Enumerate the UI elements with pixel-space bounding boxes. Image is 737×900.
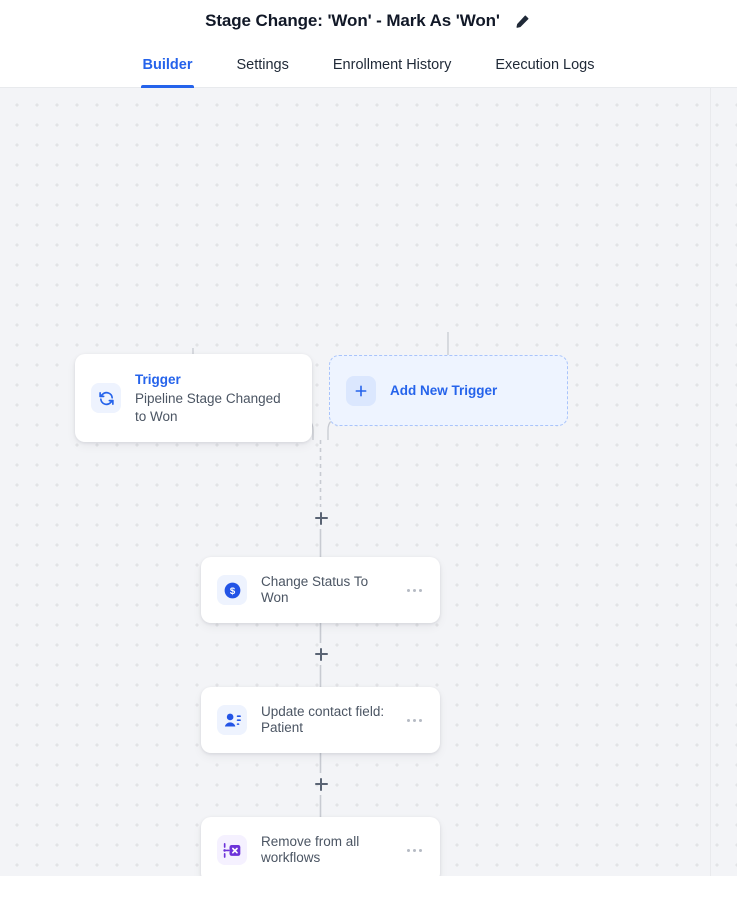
connector-wires bbox=[192, 332, 449, 888]
action-node-change-status[interactable]: $ Change Status To Won bbox=[201, 557, 440, 623]
svg-text:$: $ bbox=[229, 586, 235, 597]
dollar-circle-icon: $ bbox=[217, 575, 247, 605]
workflow-canvas[interactable]: Trigger Pipeline Stage Changed to Won Ad… bbox=[0, 88, 737, 888]
tab-bar: Builder Settings Enrollment History Exec… bbox=[0, 42, 737, 88]
trigger-kind-label: Trigger bbox=[135, 371, 181, 387]
add-step-button-3[interactable] bbox=[310, 773, 332, 795]
page-title: Stage Change: 'Won' - Mark As 'Won' bbox=[205, 11, 500, 30]
contact-person-icon bbox=[217, 705, 247, 735]
action-node-label: Change Status To Won bbox=[261, 574, 369, 605]
trigger-card[interactable]: Trigger Pipeline Stage Changed to Won bbox=[75, 354, 312, 442]
tab-execution-logs[interactable]: Execution Logs bbox=[473, 42, 616, 87]
add-new-trigger-button[interactable]: Add New Trigger bbox=[329, 355, 568, 426]
tab-builder[interactable]: Builder bbox=[121, 42, 215, 88]
plus-icon bbox=[346, 375, 376, 406]
tab-settings-label: Settings bbox=[236, 56, 289, 73]
ellipsis-icon[interactable] bbox=[405, 715, 424, 726]
action-node-update-contact-field[interactable]: Update contact field: Patient bbox=[201, 687, 440, 753]
sync-refresh-icon bbox=[91, 383, 121, 413]
action-node-remove-from-all-workflows[interactable]: Remove from all workflows bbox=[201, 817, 440, 883]
app-header: Stage Change: 'Won' - Mark As 'Won' bbox=[0, 0, 737, 42]
action-node-label: Update contact field: Patient bbox=[261, 704, 385, 735]
tab-builder-label: Builder bbox=[142, 56, 193, 73]
pencil-icon[interactable] bbox=[514, 12, 532, 30]
add-new-trigger-label: Add New Trigger bbox=[390, 383, 498, 398]
tab-enrollment-history-label: Enrollment History bbox=[332, 56, 452, 73]
tab-enrollment-history[interactable]: Enrollment History bbox=[311, 42, 473, 87]
tab-settings[interactable]: Settings bbox=[214, 42, 310, 87]
canvas-bottom-strip bbox=[0, 876, 737, 888]
ellipsis-icon[interactable] bbox=[405, 845, 424, 856]
add-step-button-1[interactable] bbox=[310, 507, 332, 529]
action-node-label: Remove from all workflows bbox=[261, 834, 360, 865]
remove-workflow-icon bbox=[217, 835, 247, 865]
trigger-description: Pipeline Stage Changed to Won bbox=[135, 390, 281, 424]
add-step-button-2[interactable] bbox=[310, 643, 332, 665]
tab-execution-logs-label: Execution Logs bbox=[495, 56, 595, 73]
canvas-right-divider bbox=[710, 88, 711, 888]
ellipsis-icon[interactable] bbox=[405, 585, 424, 596]
